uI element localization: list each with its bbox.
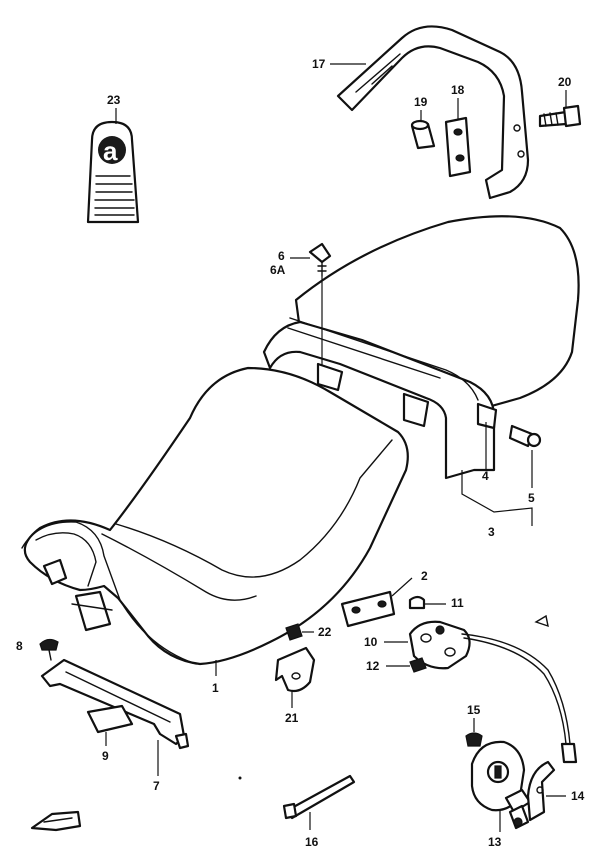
front-seat bbox=[21, 366, 409, 666]
callout-1: 1 bbox=[212, 681, 219, 695]
cable-tie bbox=[282, 774, 356, 820]
cushion-pad bbox=[86, 704, 134, 734]
callout-6: 6 bbox=[278, 249, 285, 263]
warning-label-tag: a bbox=[86, 120, 140, 224]
callout-3: 3 bbox=[488, 525, 495, 539]
callout-2: 2 bbox=[421, 569, 428, 583]
spacer-plate bbox=[444, 116, 472, 178]
screw-11 bbox=[408, 595, 446, 610]
seat-wing-bolt bbox=[308, 242, 332, 366]
grab-rail-bolt bbox=[538, 104, 582, 128]
tag-letter: a bbox=[103, 136, 118, 166]
rear-seat bbox=[262, 215, 580, 480]
callout-10: 10 bbox=[364, 635, 378, 649]
screw-8 bbox=[39, 638, 59, 661]
seat-lock-assembly bbox=[408, 620, 578, 764]
grab-rail bbox=[336, 25, 530, 200]
callout-15: 15 bbox=[467, 703, 481, 717]
hinge-bracket bbox=[274, 646, 316, 693]
nut-12 bbox=[409, 657, 427, 673]
callout-14: 14 bbox=[571, 789, 585, 803]
callout-16: 16 bbox=[305, 835, 319, 849]
callout-22: 22 bbox=[318, 625, 332, 639]
collar bbox=[410, 119, 436, 150]
callout-9: 9 bbox=[102, 749, 109, 763]
callout-21: 21 bbox=[285, 711, 299, 725]
callout-13: 13 bbox=[488, 835, 502, 849]
callout-23: 23 bbox=[107, 93, 121, 107]
callout-6a: 6A bbox=[270, 263, 286, 277]
screw-15 bbox=[465, 732, 483, 747]
callout-5: 5 bbox=[528, 491, 535, 505]
bolt-22 bbox=[285, 623, 303, 641]
front-direction-arrow-icon bbox=[30, 810, 82, 832]
callout-4: 4 bbox=[482, 469, 489, 483]
callout-18: 18 bbox=[451, 83, 465, 97]
callout-8: 8 bbox=[16, 639, 23, 653]
callout-17: 17 bbox=[312, 57, 326, 71]
seat-bracket bbox=[40, 658, 190, 750]
callout-12: 12 bbox=[366, 659, 380, 673]
callout-11: 11 bbox=[451, 596, 464, 610]
rear-seat-bolt bbox=[508, 424, 542, 448]
callout-7: 7 bbox=[153, 779, 160, 793]
lock-lever bbox=[526, 760, 556, 822]
seat-key-lock bbox=[470, 740, 532, 830]
seat-lock-plate bbox=[340, 590, 396, 628]
callout-20: 20 bbox=[558, 75, 572, 89]
callout-19: 19 bbox=[414, 95, 428, 109]
